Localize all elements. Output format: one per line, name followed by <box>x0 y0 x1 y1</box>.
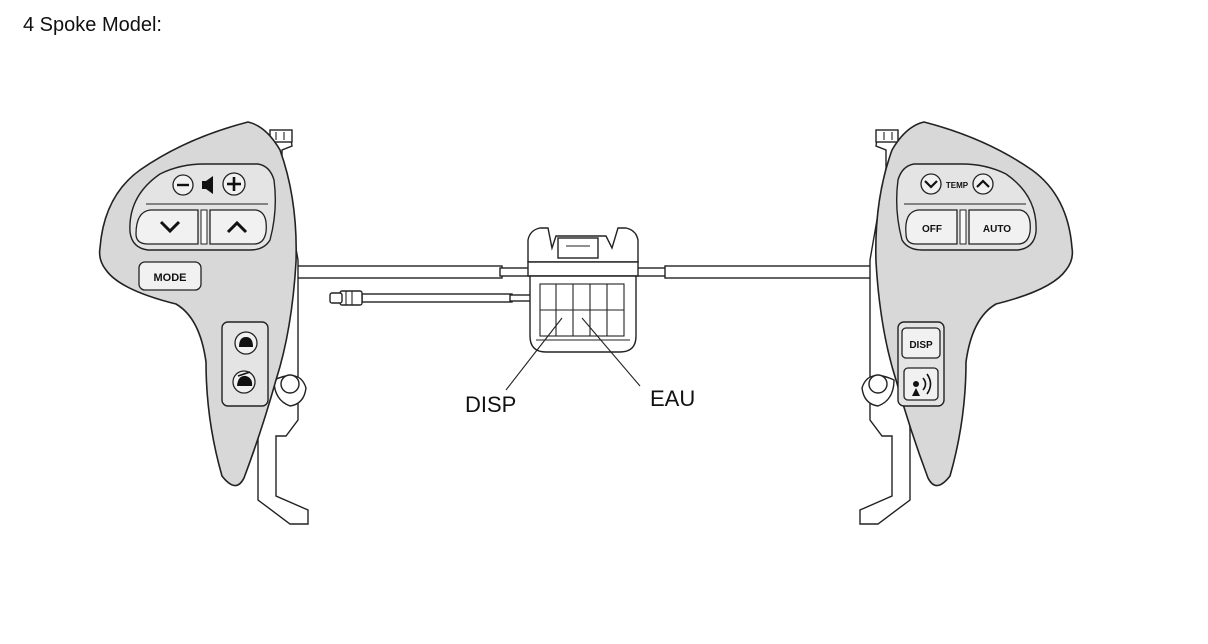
right-cable <box>664 265 876 279</box>
seek-down-button[interactable] <box>135 209 199 245</box>
chevron-up-icon <box>226 220 248 234</box>
page-title: 4 Spoke Model: <box>23 14 162 36</box>
chevron-down-icon <box>159 220 181 234</box>
temp-down-button[interactable] <box>920 173 942 195</box>
disp-leader-line <box>505 317 563 391</box>
temp-up-button[interactable] <box>972 173 994 195</box>
center-connector <box>505 227 641 391</box>
phone-on-hook-button[interactable] <box>234 331 258 355</box>
terminal-grid <box>539 283 625 337</box>
disp-callout-label: DISP <box>465 392 517 417</box>
right-cable-joint <box>635 267 669 277</box>
small-plug-connector <box>329 290 363 306</box>
mode-button[interactable]: MODE <box>138 261 202 291</box>
eau-callout-label: EAU <box>650 386 696 411</box>
left-mount-screw-hole <box>280 374 300 394</box>
volume-plus-button[interactable] <box>222 172 246 196</box>
chevron-down-icon <box>924 180 938 189</box>
temp-label: TEMP <box>946 181 969 190</box>
off-button[interactable]: OFF <box>905 209 958 245</box>
volume-minus-button[interactable] <box>172 174 194 196</box>
off-button-label: OFF <box>922 224 942 235</box>
left-cable-lower-joint <box>509 294 533 302</box>
chevron-up-icon <box>976 179 990 188</box>
right-steering-switch: TEMP OFF AUTO DISP <box>859 121 1074 525</box>
phone-on-hook-icon <box>239 337 253 347</box>
eau-leader-line <box>581 317 641 387</box>
wire-harness <box>295 265 876 306</box>
auto-button-label: AUTO <box>983 224 1011 235</box>
phone-off-hook-icon <box>237 375 253 386</box>
disp-button[interactable]: DISP <box>901 327 941 359</box>
phone-off-hook-button[interactable] <box>232 370 256 394</box>
connector-latch <box>557 237 599 259</box>
speaker-icon <box>202 176 213 194</box>
left-cable-upper <box>295 265 503 279</box>
voice-icon <box>912 373 932 396</box>
left-cable-lower <box>361 293 513 303</box>
voice-button[interactable] <box>903 367 939 401</box>
seek-up-button[interactable] <box>209 209 267 245</box>
mode-button-label: MODE <box>154 272 187 284</box>
left-cable-joint <box>499 267 531 277</box>
disp-button-label: DISP <box>909 340 933 351</box>
left-steering-switch: MODE <box>98 121 309 525</box>
auto-button[interactable]: AUTO <box>968 209 1031 245</box>
right-mount-screw-hole <box>868 374 888 394</box>
